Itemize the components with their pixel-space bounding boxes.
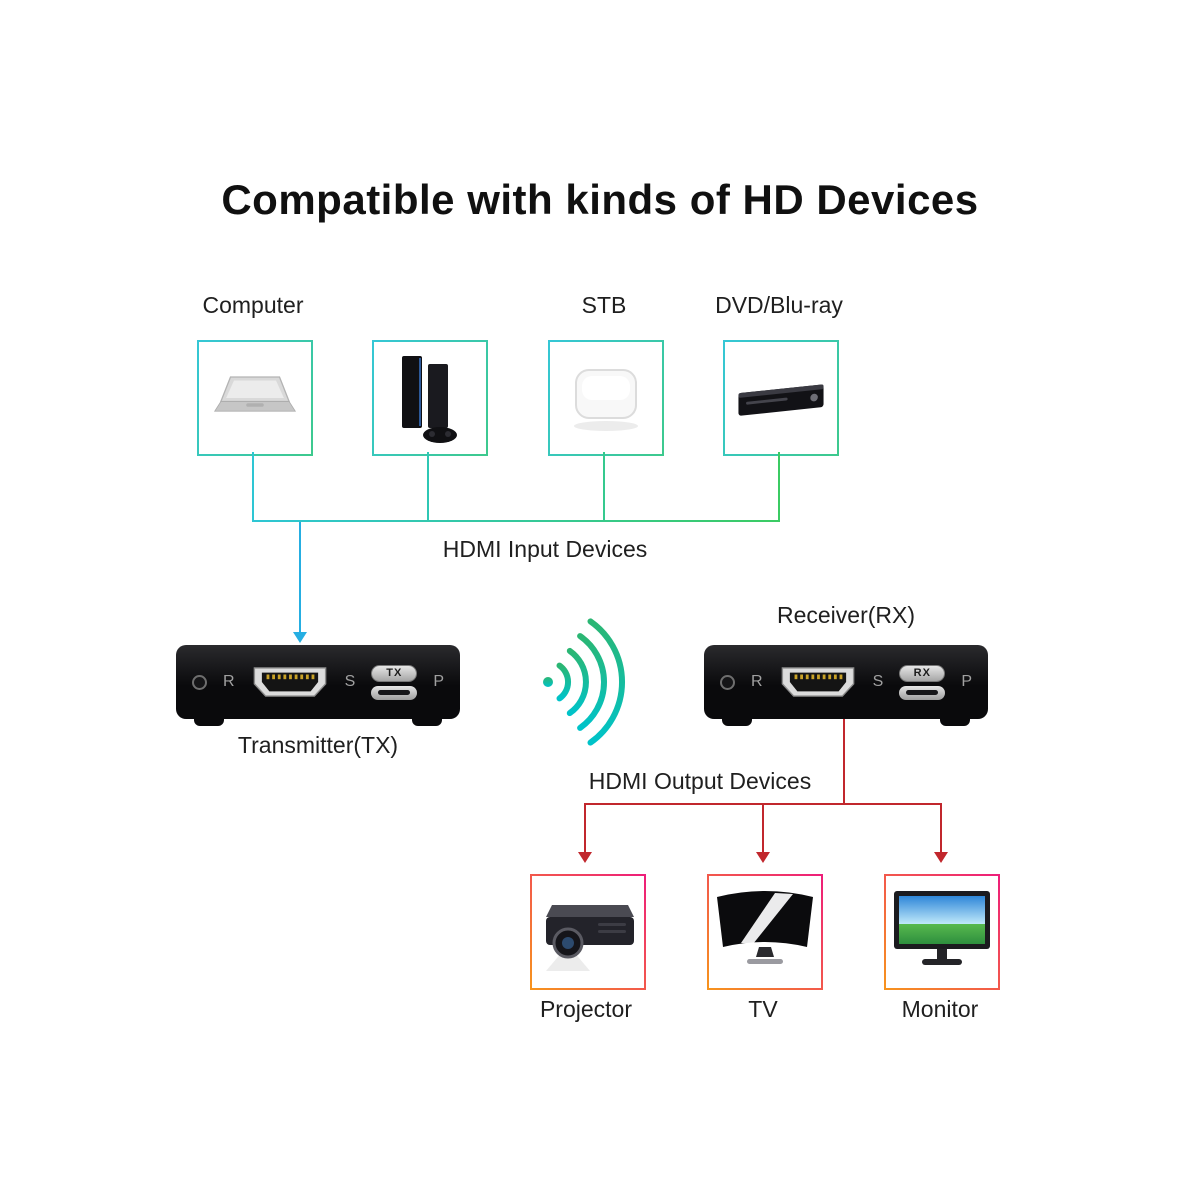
usb-c-slot <box>906 690 939 695</box>
transmitter-badge: TX <box>371 664 418 682</box>
dvd-player-icon <box>738 384 824 416</box>
game-console-icon <box>402 356 457 443</box>
transmitter-source-label: S <box>344 673 356 690</box>
input-device-box-game-console <box>372 340 488 456</box>
device-foot <box>194 717 224 726</box>
device-foot <box>940 717 970 726</box>
hdmi-port-icon <box>781 667 854 697</box>
output-label-tv: TV <box>748 996 778 1022</box>
output-device-box-monitor <box>884 874 1000 990</box>
projector-icon <box>546 905 634 971</box>
output-arrow-icon <box>578 852 592 863</box>
input-device-box-dvd <box>723 340 839 456</box>
receiver-drop-line <box>843 719 845 805</box>
output-connector-vertical-2 <box>762 803 764 853</box>
usb-c-slot <box>378 690 411 695</box>
receiver-usb-stack: RX <box>899 664 946 700</box>
transmitter-usb-stack: TX <box>371 664 418 700</box>
input-device-box-stb <box>548 340 664 456</box>
transmitter-caption: Transmitter(TX) <box>237 732 399 758</box>
output-device-box-projector <box>530 874 646 990</box>
receiver-power-label: P <box>961 673 972 690</box>
receiver-reset-label: R <box>751 673 763 690</box>
receiver-caption: Receiver(RX) <box>776 602 916 628</box>
transmitter-led <box>192 674 207 690</box>
usb-c-port-icon <box>371 685 418 700</box>
input-connector-vertical-4 <box>778 452 780 520</box>
output-arrow-icon <box>756 852 770 863</box>
input-connector-horizontal <box>252 520 780 522</box>
input-label-stb: STB <box>581 292 627 318</box>
laptop-icon <box>213 376 297 412</box>
hdmi-port-icon <box>253 667 326 697</box>
device-foot <box>722 717 752 726</box>
transmitter-reset-label: R <box>223 673 235 690</box>
output-label-projector: Projector <box>539 996 633 1022</box>
wifi-signal-icon <box>543 618 626 746</box>
output-connector-label: HDMI Output Devices <box>588 768 812 794</box>
output-connector-vertical-1 <box>584 803 586 853</box>
device-foot <box>412 717 442 726</box>
page-title: Compatible with kinds of HD Devices <box>221 176 979 223</box>
tv-icon <box>717 891 813 964</box>
transmitter-power-label: P <box>433 673 444 690</box>
input-connector-vertical-1 <box>252 452 254 520</box>
receiver-badge: RX <box>899 664 946 682</box>
input-label-dvd: DVD/Blu-ray <box>715 292 843 318</box>
output-device-box-tv <box>707 874 823 990</box>
input-connector-vertical-2 <box>427 452 429 520</box>
receiver-device: R S RX P <box>704 645 988 726</box>
transmitter-device: R S TX P <box>176 645 460 726</box>
input-connector-vertical-3 <box>603 452 605 520</box>
input-device-box-computer <box>197 340 313 456</box>
output-connector-vertical-3 <box>940 803 942 853</box>
stb-icon <box>574 369 638 431</box>
receiver-led <box>720 674 735 690</box>
transmitter-drop-line <box>299 522 301 634</box>
input-arrow-icon <box>293 632 307 643</box>
usb-c-port-icon <box>899 685 946 700</box>
input-connector-label: HDMI Input Devices <box>442 536 648 562</box>
monitor-icon <box>894 891 990 965</box>
receiver-source-label: S <box>872 673 884 690</box>
output-label-monitor: Monitor <box>901 996 979 1022</box>
output-arrow-icon <box>934 852 948 863</box>
input-label-computer: Computer <box>202 292 304 318</box>
